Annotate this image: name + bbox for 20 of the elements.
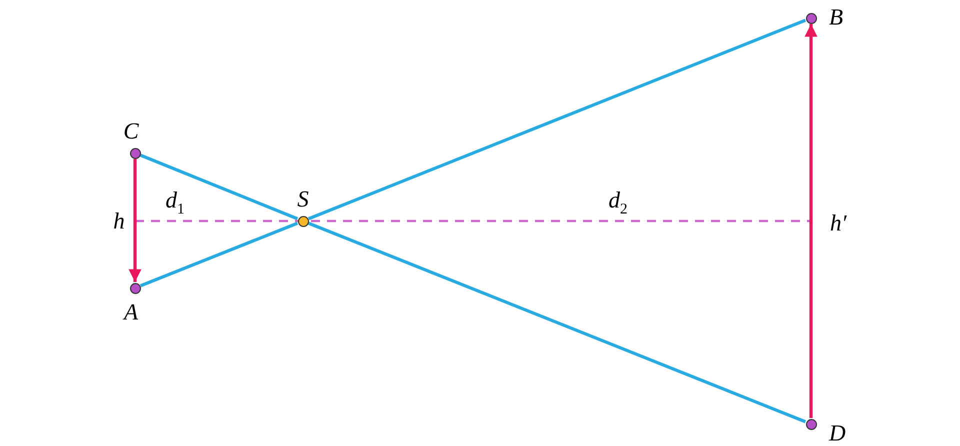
point-dot [298, 216, 308, 226]
math-label: d$_{1}$ [166, 188, 184, 218]
connector-line [140, 154, 298, 220]
connector-line [804, 24, 818, 418]
point-dot [806, 12, 816, 24]
connector-line [140, 222, 298, 288]
math-label: h [113, 210, 125, 232]
connector-line [308, 18, 806, 220]
point-label: A [124, 300, 138, 324]
point-label: S [297, 188, 309, 210]
math-label: h′ [830, 212, 847, 234]
point-label: D [829, 422, 846, 444]
connector-line [128, 159, 142, 282]
connector-line [308, 222, 806, 424]
math-label: d$_{2}$ [608, 188, 628, 218]
point-dot [130, 148, 140, 158]
point-dot [130, 282, 140, 294]
point-label: C [123, 120, 139, 142]
point-label: B [829, 6, 844, 28]
point-dot [806, 418, 816, 430]
